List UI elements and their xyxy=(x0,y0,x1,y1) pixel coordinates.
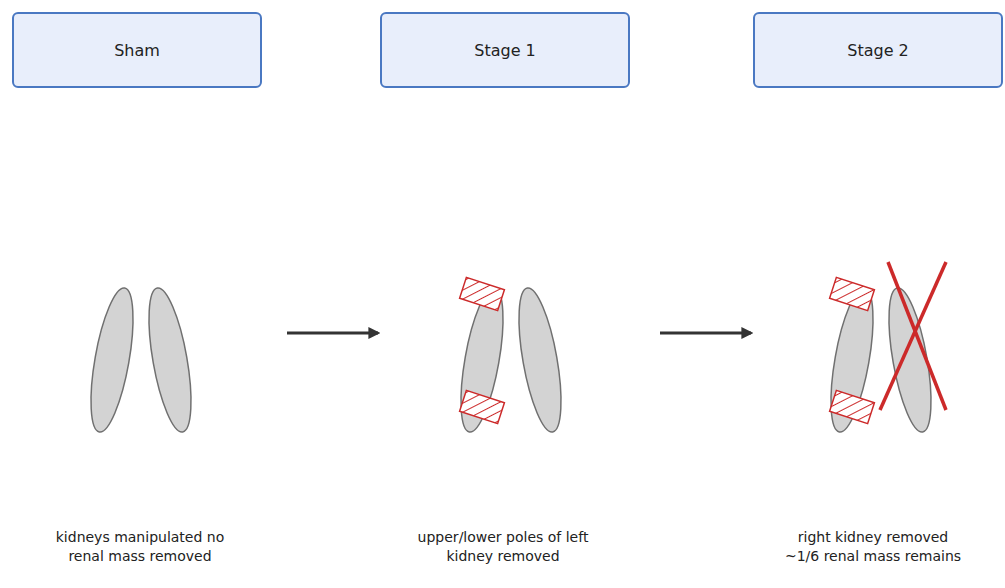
stage-caption: upper/lower poles of left kidney removed xyxy=(411,528,596,566)
stage1-kidneys xyxy=(453,277,570,434)
stage-title: Stage 1 xyxy=(474,41,536,60)
stage-header-box: Stage 2 xyxy=(753,12,1003,88)
stage-header-box: Stage 1 xyxy=(380,12,630,88)
stage-header-box: Sham xyxy=(12,12,262,88)
stage-arrow xyxy=(660,332,751,335)
sham-kidneys xyxy=(83,285,200,435)
stage-title: Sham xyxy=(114,41,160,60)
stage-caption: right kidney removed ~1/6 renal mass rem… xyxy=(781,528,966,566)
stage-arrow xyxy=(287,332,378,335)
stage-caption: kidneys manipulated no renal mass remove… xyxy=(48,528,233,566)
stage-title: Stage 2 xyxy=(847,41,909,60)
stage2-kidneys xyxy=(823,262,946,435)
